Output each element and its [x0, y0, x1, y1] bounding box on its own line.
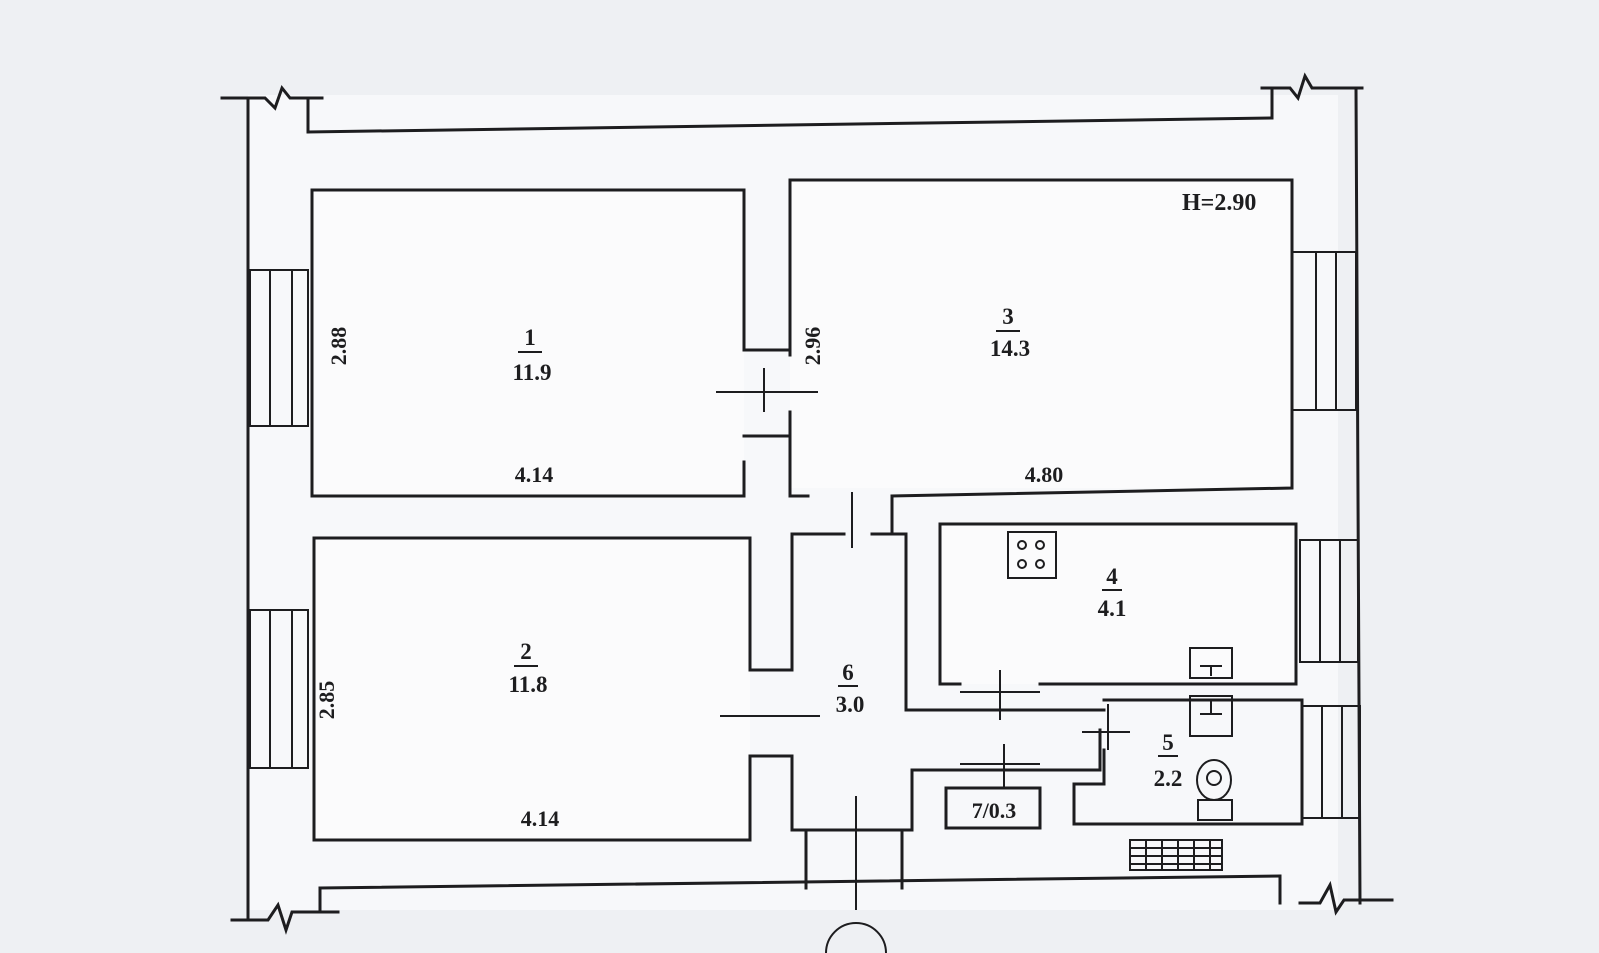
room-6-hall: [790, 492, 1106, 832]
room-1: [310, 188, 746, 498]
door-room2-hall: [720, 668, 820, 758]
room-3-number: 3: [1002, 304, 1014, 329]
room-1-width: 4.14: [515, 462, 554, 487]
room-3-width: 4.80: [1025, 462, 1064, 487]
room-3: [788, 178, 1294, 498]
room-1-label: 1 11.9: [513, 325, 552, 385]
room-6-number: 6: [842, 660, 854, 685]
room-5-number: 5: [1162, 730, 1174, 755]
closet-label: 7/0.3: [972, 798, 1017, 823]
room-4-number: 4: [1106, 564, 1118, 589]
sink-icon: [1189, 647, 1233, 737]
room-3-label: 3 14.3: [990, 304, 1030, 361]
radiator-icon: [1129, 839, 1223, 871]
toilet-icon: [1196, 759, 1233, 821]
room-2: [312, 536, 752, 842]
room-5-area: 2.2: [1154, 766, 1183, 791]
window-left-bottom: [249, 609, 309, 769]
room-4-area: 4.1: [1098, 596, 1127, 621]
room-2-label: 2 11.8: [509, 639, 548, 697]
room-2-number: 2: [520, 639, 532, 664]
door-room1-room3: [716, 348, 818, 438]
stove-icon: [1007, 531, 1057, 579]
entrance-door: [804, 796, 904, 953]
room-5-bathroom: [1072, 698, 1304, 826]
room-2-area: 11.8: [509, 672, 548, 697]
height-note: H=2.90: [1182, 190, 1256, 216]
room-6-label: 6 3.0: [836, 660, 865, 717]
room-3-height: 2.96: [800, 327, 825, 366]
room-1-height: 2.88: [326, 327, 351, 366]
room-1-area: 11.9: [513, 360, 552, 385]
window-right-kitchen: [1299, 539, 1359, 663]
room-2-height: 2.85: [314, 681, 339, 720]
room-4-kitchen: [938, 522, 1298, 720]
room-5-label: 5 2.2: [1154, 730, 1183, 791]
room-3-area: 14.3: [990, 336, 1030, 361]
room-2-width: 4.14: [521, 806, 560, 831]
closet-7: [944, 744, 1042, 830]
window-left-top: [249, 269, 309, 427]
room-1-number: 1: [524, 325, 536, 350]
room-6-area: 3.0: [836, 692, 865, 717]
room-4-label: 4 4.1: [1098, 564, 1127, 621]
